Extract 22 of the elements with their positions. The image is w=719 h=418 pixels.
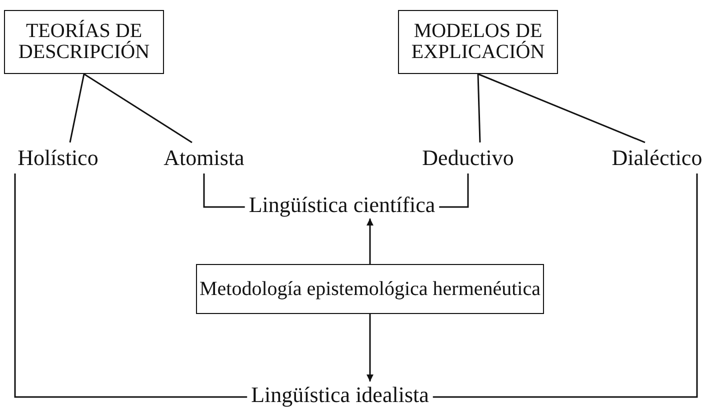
connector-line: [478, 73, 646, 144]
box-label: TEORÍAS DE DESCRIPCIÓN: [17, 21, 151, 63]
concept-box: [398, 10, 558, 74]
concept-label: Lingüística científica: [248, 193, 436, 217]
concept-box: [196, 264, 544, 314]
box-label: Metodología epistemológica hermenéutica: [200, 278, 540, 300]
connector-line: [432, 174, 698, 398]
connector-line: [84, 73, 192, 144]
concept-label: Lingüística idealista: [251, 383, 429, 407]
connector-line: [14, 174, 248, 398]
arrow: [366, 314, 374, 382]
arrow: [366, 218, 374, 264]
connector-line: [69, 74, 85, 143]
connector-line: [477, 74, 481, 142]
concept-label: Deductivo: [422, 146, 514, 170]
concept-box: [4, 10, 164, 74]
connector-line: [439, 174, 469, 208]
connector-line: [203, 174, 245, 208]
box-label: MODELOS DE EXPLICACIÓN: [410, 21, 546, 63]
concept-label: Holístico: [18, 146, 98, 170]
concept-label: Atomista: [164, 146, 244, 170]
concept-label: Dialéctico: [612, 146, 702, 170]
